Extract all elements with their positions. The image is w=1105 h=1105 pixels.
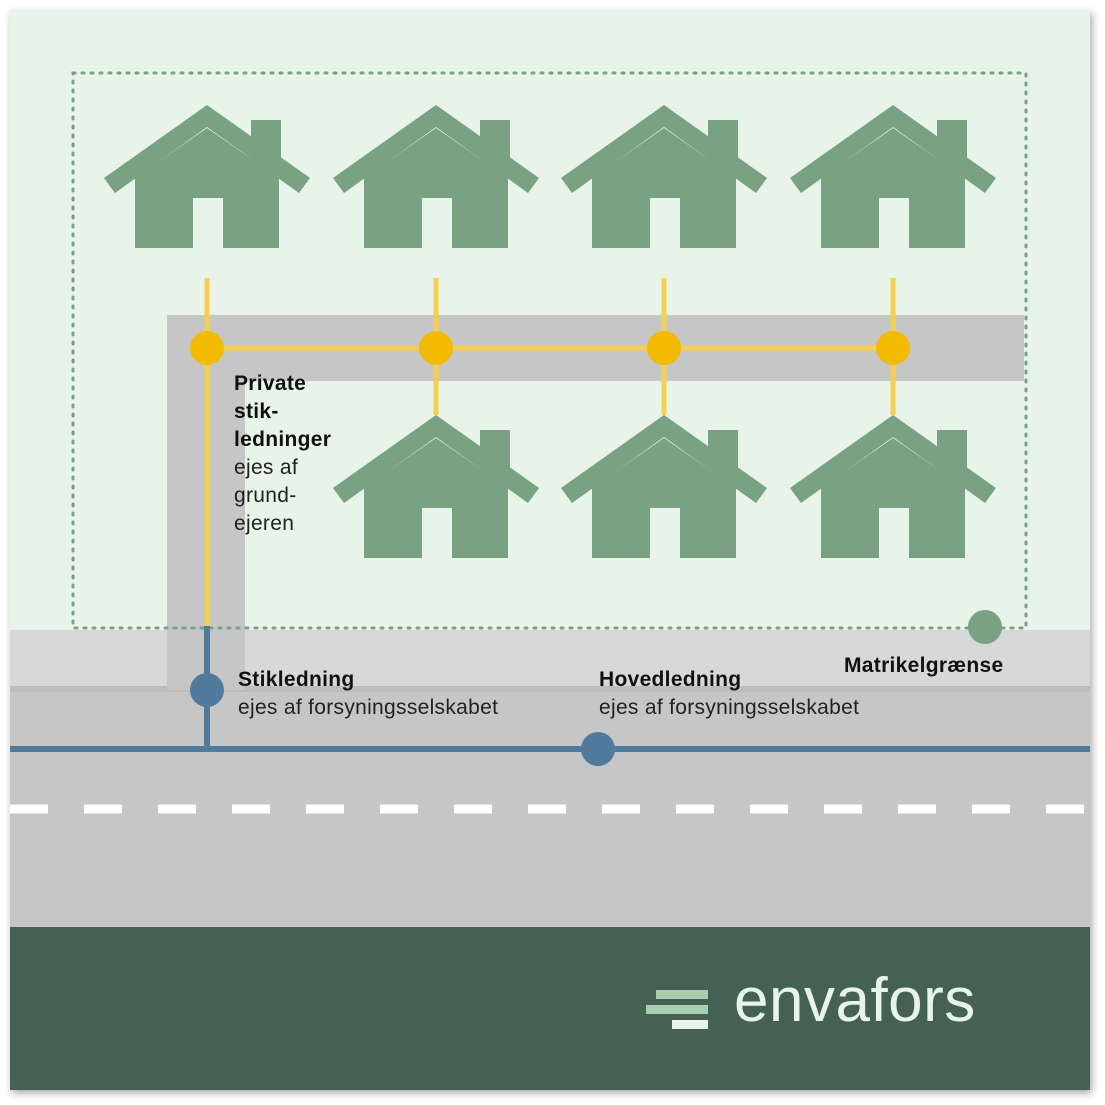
private-service-lines-label: Private stik- ledninger ejes af grund- e… [234,370,364,538]
main-line-node [581,732,615,766]
private-service-lines-title: Private stik- ledninger [234,372,332,451]
private-service-lines-subtitle: ejes af grund- ejeren [234,456,298,535]
main-line-subtitle: ejes af forsyningsselskabet [599,696,860,720]
main-line-label: Hovedledning ejes af forsyningsselskabet [599,666,859,723]
private-node [876,331,910,365]
boundary-marker [968,610,1002,644]
property-boundary-label: Matrikelgrænse [844,652,1003,680]
private-node [419,331,453,365]
private-node [190,331,224,365]
service-line-label: Stikledning ejes af forsyningsselskabet [238,666,498,723]
service-line-title: Stikledning [238,668,355,691]
envafors-logo-icon [646,990,708,1029]
property-boundary [71,71,1028,630]
footer-bar [10,927,1090,1090]
private-node [647,331,681,365]
main-line-title: Hovedledning [599,668,742,691]
service-line-subtitle: ejes af forsyningsselskabet [238,696,499,720]
service-line-node [190,673,224,707]
property-boundary-title: Matrikelgrænse [844,654,1004,677]
curb-line [10,686,1090,692]
brand-name: envafors [734,966,976,1035]
